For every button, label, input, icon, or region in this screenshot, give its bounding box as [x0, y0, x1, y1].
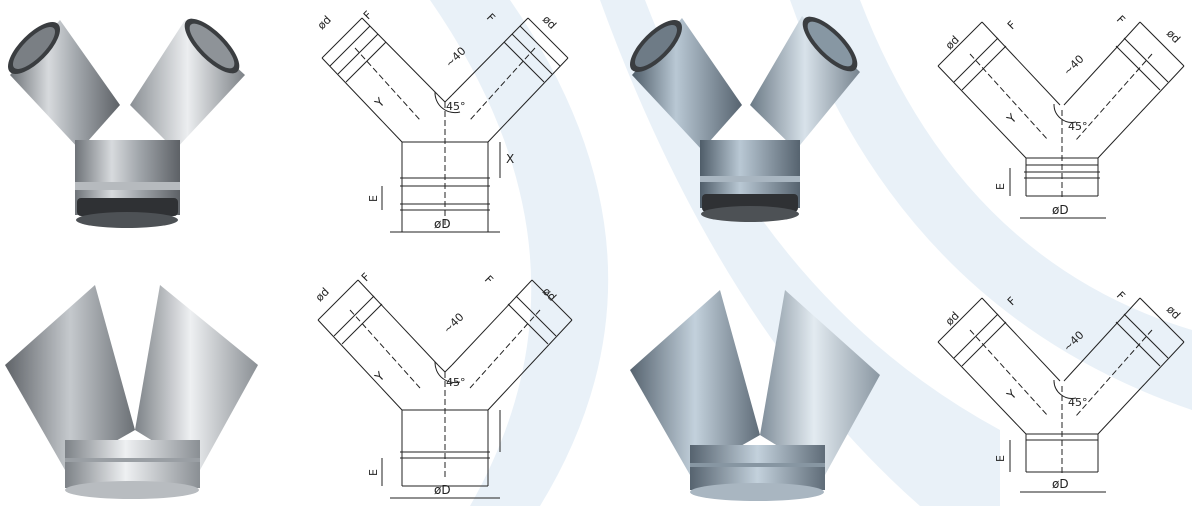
label-od-main: øD [1052, 477, 1069, 491]
label-f-right: F [484, 11, 498, 25]
watermark-arc-right [790, 0, 1192, 410]
galvanized-y-branch-plain-blue-tint-icon [630, 290, 880, 501]
drawing-3-lines: ød F F ød ~40 Y 45° E øD [937, 13, 1185, 219]
label-e: E [367, 195, 380, 202]
label-od-left: ød [313, 285, 332, 304]
label-angle: 45° [446, 376, 466, 389]
galvanized-y-branch-seals-blue-tint-icon [630, 16, 860, 222]
label-od-main: øD [434, 217, 451, 231]
technical-drawing-1: ød F F ød ~40 Y 45° X E øD [310, 0, 580, 240]
label-f-right: F [1114, 13, 1128, 27]
label-od-left: ød [315, 13, 334, 32]
label-angle: 45° [1068, 396, 1088, 409]
label-f-left: F [361, 8, 375, 22]
label-dist: ~40 [443, 45, 469, 71]
label-dist: ~40 [1061, 53, 1087, 79]
label-y: Y [372, 95, 388, 111]
product-photo-2 [0, 270, 270, 505]
label-od-right: ød [540, 285, 559, 304]
label-e: E [994, 183, 1007, 190]
label-y: Y [1004, 111, 1020, 127]
product-photo-4 [625, 280, 895, 505]
label-od-main: øD [1052, 203, 1069, 217]
label-e: E [367, 469, 380, 476]
galvanized-y-branch-with-rubber-seals-icon [7, 18, 245, 228]
label-dist: ~40 [441, 311, 467, 337]
label-od-right: ød [540, 13, 559, 32]
label-e: E [994, 455, 1007, 462]
label-f-right: F [482, 273, 496, 287]
label-angle: 45° [446, 100, 466, 113]
label-od-left: ød [943, 33, 962, 52]
drawing-1-lines: ød F F ød ~40 Y 45° X E øD [315, 8, 569, 233]
label-dist: ~40 [1061, 329, 1087, 355]
watermark-arc-left [430, 0, 609, 506]
technical-drawing-4: ød F F ød ~40 Y 45° E øD [930, 280, 1192, 506]
label-f-right: F [1114, 289, 1128, 303]
product-photo-3 [620, 0, 880, 240]
drawing-2-lines: ød F F ød ~40 Y 45° E øD [313, 270, 573, 499]
label-f-left: F [1005, 294, 1019, 308]
drawing-4-lines: ød F F ød ~40 Y 45° E øD [937, 289, 1185, 493]
product-photo-1 [0, 0, 260, 240]
label-f-left: F [1005, 18, 1019, 32]
label-od-left: ød [943, 309, 962, 328]
label-od-right: ød [1164, 27, 1183, 46]
galvanized-y-branch-plain-icon [5, 285, 258, 499]
label-od-right: ød [1164, 303, 1183, 322]
label-x: X [506, 152, 514, 166]
label-angle: 45° [1068, 120, 1088, 133]
label-f-left: F [359, 270, 373, 284]
label-y: Y [1004, 387, 1020, 403]
technical-drawing-2: ød F F ød ~40 Y 45° E øD [310, 270, 580, 506]
label-y: Y [372, 369, 388, 385]
label-od-main: øD [434, 483, 451, 497]
technical-drawing-3: ød F F ød ~40 Y 45° E øD [930, 0, 1192, 240]
